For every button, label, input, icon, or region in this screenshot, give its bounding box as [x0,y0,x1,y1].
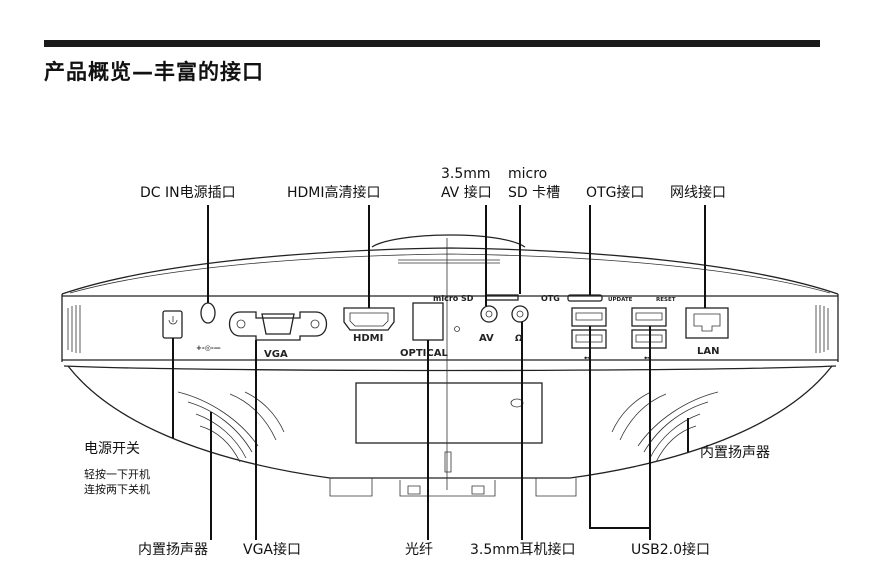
otg-port[interactable] [567,294,603,302]
label-usb: USB2.0接口 [631,542,711,558]
label-sd-line2: SD 卡槽 [508,185,561,201]
label-av-line2: AV 接口 [441,185,492,201]
bottom-panel [355,382,543,444]
power-button[interactable] [162,310,183,339]
label-optical: 光纤 [405,542,433,558]
panel-hdmi-label: HDMI [353,333,383,344]
svg-text:⊷: ⊷ [584,354,591,362]
dc-in-port[interactable] [200,302,216,324]
vga-port[interactable] [228,311,328,341]
page-title: 产品概览—丰富的接口 [44,60,264,84]
label-power-note1: 轻按一下开机 [84,468,150,481]
label-av: 3.5mm AV 接口 [441,166,521,201]
label-earphone: 3.5mm耳机接口 [470,542,576,558]
panel-update-label: UPDATE [608,297,633,303]
label-speaker-left: 内置扬声器 [138,542,208,558]
panel-av-label: AV [479,333,494,344]
av-jack[interactable] [480,305,498,323]
speaker-grille-right [611,391,719,463]
device-dome [371,234,526,248]
panel-microsd-label: micro SD [433,294,474,303]
label-speaker-right: 内置扬声器 [700,445,770,461]
label-lan: 网线接口 [670,185,726,201]
label-av-line1: 3.5mm [441,166,491,182]
label-sd: micro SD 卡槽 [508,166,560,201]
label-power: 电源开关 [84,441,140,457]
svg-text:Ω: Ω [515,334,523,344]
label-hdmi: HDMI高清接口 [287,185,381,201]
leader-lines [172,205,706,540]
label-power-note2: 连按两下关机 [84,483,150,496]
label-sd-line1: micro [508,166,548,182]
lan-port[interactable] [685,307,729,339]
panel-otg-label: OTG [541,294,560,303]
device-top-shell [61,247,839,295]
side-vent-right [815,305,829,353]
device-rim [61,294,839,362]
svg-text:⊷: ⊷ [644,354,651,362]
side-vent-left [67,305,81,353]
panel-optical-label: OPTICAL [400,348,448,359]
optical-port[interactable] [412,302,444,341]
panel-reset-label: RESET [656,297,676,303]
svg-text:+-◎-—: +-◎-— [196,344,221,352]
title-rule [44,40,820,47]
panel-vga-label: VGA [264,349,288,360]
label-dc-in: DC IN电源插口 [140,185,236,201]
device-bottom-shell [67,365,833,479]
earphone-jack[interactable] [511,305,529,323]
speaker-grille-left [177,391,285,463]
panel-lan-label: LAN [697,346,719,357]
hdmi-port[interactable] [343,307,395,331]
label-vga: VGA接口 [243,542,302,558]
label-otg: OTG接口 [586,185,645,201]
